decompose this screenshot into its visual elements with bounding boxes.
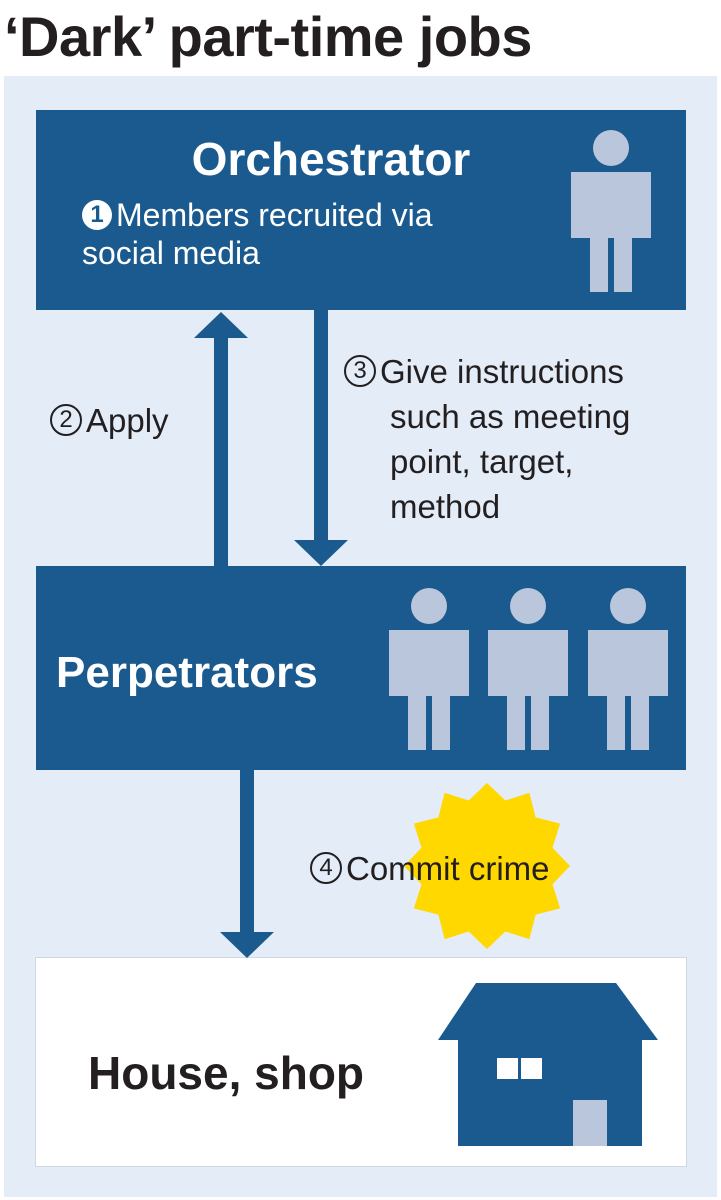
starburst-icon	[404, 783, 570, 949]
step-number-3: 3	[344, 355, 376, 388]
arrow-down-icon	[220, 770, 274, 958]
page-title: ‘Dark’ part-time jobs	[4, 5, 532, 68]
orchestrator-step-line-2: social media	[82, 234, 433, 272]
arrow-down-icon	[294, 310, 348, 566]
instructions-line-2: such as meeting	[390, 398, 631, 435]
person-icon	[571, 130, 651, 292]
step-number-4: 4	[310, 852, 342, 885]
house-icon	[438, 983, 658, 1146]
person-icon	[588, 588, 668, 750]
perpetrators-box: Perpetrators	[36, 566, 686, 770]
house-shop-title: House, shop	[88, 1047, 365, 1099]
orchestrator-title: Orchestrator	[191, 133, 471, 185]
person-icon	[389, 588, 469, 750]
person-icon	[488, 588, 568, 750]
instructions-line-3: point, target,	[390, 443, 574, 480]
perpetrators-title: Perpetrators	[56, 648, 318, 697]
step-number-2: 2	[50, 404, 82, 437]
apply-text: Apply	[86, 402, 169, 439]
arrow-up-icon	[194, 312, 248, 566]
orchestrator-step-text-2: social media	[82, 235, 260, 271]
instructions-line-4: method	[390, 488, 501, 525]
step-number-1: 1	[82, 199, 112, 230]
orchestrator-step-text-1: Members recruited via	[116, 197, 433, 233]
instructions-text-1: Give instructions	[380, 353, 624, 390]
commit-crime-text: Commit crime	[346, 850, 550, 887]
